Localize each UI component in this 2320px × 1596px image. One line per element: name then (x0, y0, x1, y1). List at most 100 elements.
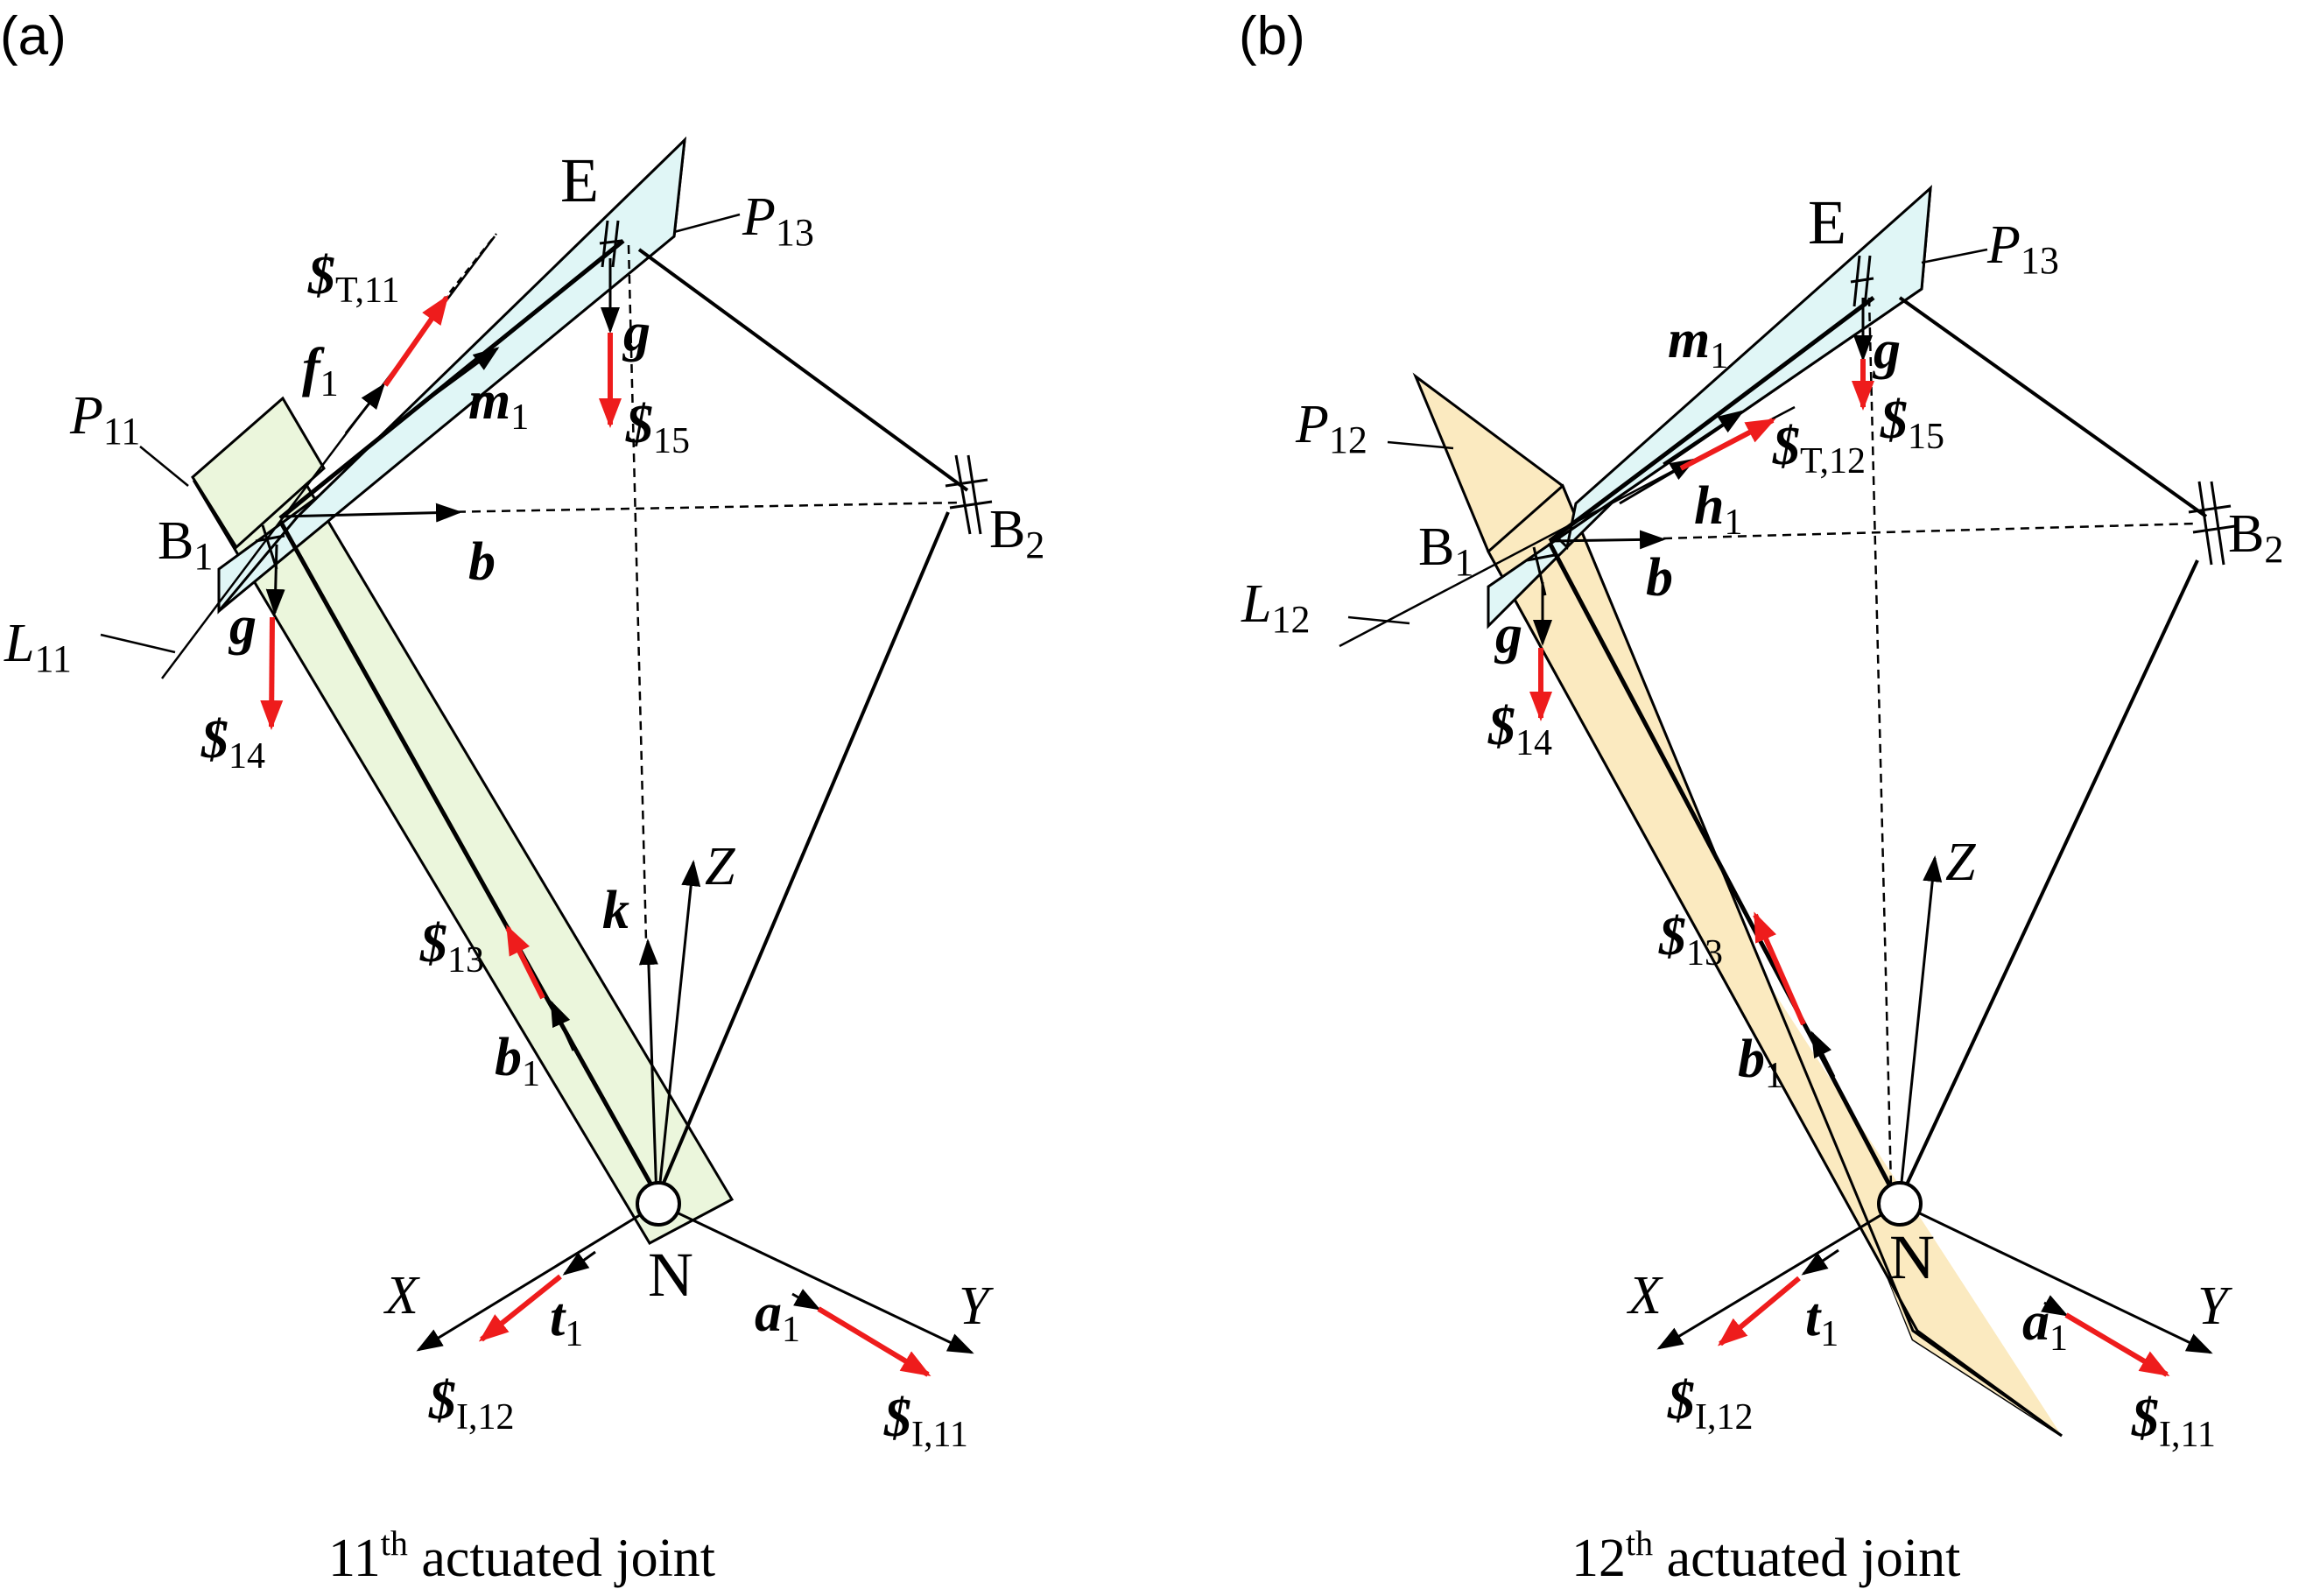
screw-i12-b (1717, 1276, 1801, 1346)
label-s15: $15 (625, 395, 690, 461)
label-g-top-b: g (1872, 320, 1901, 380)
label-b1-vec-b: b1 (1738, 1030, 1783, 1096)
panel-b-tag: (b) (1239, 6, 1305, 67)
label-st12-main: $ (1772, 417, 1800, 476)
label-b2-sub: 2 (1025, 524, 1044, 566)
caption-a-number: 11 (328, 1529, 381, 1588)
label-a1-b-sub: 1 (2049, 1318, 2068, 1359)
label-t1-b: t1 (1805, 1288, 1838, 1354)
label-b1-vec-sub: 1 (522, 1054, 540, 1094)
label-b1-vec-main: b (495, 1028, 522, 1087)
vector-b (279, 503, 462, 523)
screw-t11 (383, 294, 449, 387)
panel-b: (b) (1239, 6, 2283, 1588)
dashed-b-line (441, 501, 964, 514)
label-s15-sub: 15 (653, 421, 690, 461)
joint-b1-symbol (255, 524, 285, 570)
label-m1-b-main: m (1668, 310, 1710, 369)
dashed-k-line (627, 244, 648, 942)
screw-13 (505, 925, 545, 1000)
label-a1-main: a (755, 1283, 782, 1343)
label-b2-b-sub: 2 (2264, 528, 2283, 571)
label-n: N (648, 1240, 693, 1310)
caption-b: 12th actuated joint (1571, 1523, 1960, 1588)
vector-a1-b (2041, 1295, 2069, 1317)
label-b1-main: B (158, 511, 193, 571)
screw-i11 (817, 1306, 932, 1377)
caption-a: 11th actuated joint (328, 1523, 715, 1588)
label-x-b: X (1626, 1266, 1663, 1325)
label-g-top: g (622, 303, 650, 362)
label-si12-sub: I,12 (456, 1397, 515, 1438)
axis-x-b (1656, 1202, 1901, 1350)
label-t1-b-sub: 1 (1820, 1314, 1838, 1354)
vector-a1 (791, 1289, 821, 1311)
label-si11-b: $I,11 (2131, 1389, 2216, 1455)
vector-f1 (344, 383, 385, 434)
axis-x (416, 1202, 659, 1352)
label-m1-sub: 1 (510, 397, 529, 438)
label-s13-b-main: $ (1658, 907, 1686, 967)
label-s13-b: $13 (1658, 907, 1723, 974)
link-b1-n-b (1547, 541, 1901, 1203)
axis-z-b (1898, 855, 1943, 1200)
label-g-left-b: g (1494, 605, 1522, 664)
label-st11-main: $ (307, 246, 335, 306)
plane-p11-head (191, 396, 326, 550)
label-p12: P12 (1295, 395, 1367, 461)
caption-a-text: actuated joint (408, 1529, 715, 1588)
label-k: k (602, 881, 629, 940)
label-p13-b: P13 (1986, 215, 2059, 282)
leader-p13-b (1921, 248, 1988, 264)
line-l11-ext (441, 233, 497, 303)
label-s13-b-sub: 13 (1686, 933, 1723, 974)
label-e: E (560, 145, 599, 215)
vector-m1-b (1663, 410, 1745, 466)
label-si12-b-main: $ (1667, 1371, 1695, 1431)
label-s15-b-sub: 15 (1908, 417, 1944, 457)
axis-z (657, 860, 701, 1200)
label-s14-b: $14 (1487, 697, 1552, 763)
label-b2-b-main: B (2228, 504, 2264, 564)
label-s13-sub: 13 (447, 940, 484, 981)
label-l12-sub: 12 (1271, 598, 1310, 641)
leader-l11 (100, 633, 176, 654)
screw-i12 (478, 1274, 562, 1342)
label-t1-sub: 1 (565, 1314, 583, 1354)
label-p13-main: P (742, 187, 776, 247)
label-p13: P13 (742, 187, 814, 254)
link-e-b2-b (1898, 296, 2208, 518)
leader-p13 (673, 213, 741, 234)
vector-m1 (411, 347, 500, 413)
label-st11-sub: T,11 (335, 271, 399, 311)
label-z: Z (705, 837, 735, 896)
label-n-b: N (1889, 1222, 1935, 1292)
caption-b-number: 12 (1571, 1529, 1626, 1588)
label-e-b: E (1808, 187, 1846, 257)
link-b1-e (278, 239, 625, 520)
origin-n-b (1877, 1181, 1923, 1227)
leader-p11 (139, 446, 189, 487)
label-si12: $I,12 (428, 1371, 515, 1438)
label-b1-b: B1 (1418, 517, 1473, 584)
label-b1-b-sub: 1 (1454, 541, 1473, 584)
label-si12-main: $ (428, 1371, 456, 1431)
label-b1-vec-b-main: b (1738, 1030, 1765, 1089)
origin-n (636, 1181, 681, 1227)
label-m1-b-sub: 1 (1710, 336, 1728, 376)
label-s14-sub: 14 (228, 736, 265, 777)
panel-a: (a) (0, 6, 1044, 1588)
link-b2-n-b (1898, 559, 2199, 1200)
label-b2-b: B2 (2228, 504, 2283, 571)
joint-b2-symbol-b (2188, 481, 2236, 566)
label-y: Y (959, 1276, 994, 1336)
vector-t1-b (1801, 1248, 1839, 1276)
vector-b1-b (1810, 1030, 1836, 1078)
vector-k (638, 939, 658, 1200)
label-s15-b: $15 (1880, 390, 1944, 457)
link-b2-n (655, 511, 950, 1200)
label-z-b: Z (1945, 833, 1976, 892)
panel-a-tag: (a) (0, 6, 67, 67)
label-si12-b: $I,12 (1667, 1371, 1754, 1438)
